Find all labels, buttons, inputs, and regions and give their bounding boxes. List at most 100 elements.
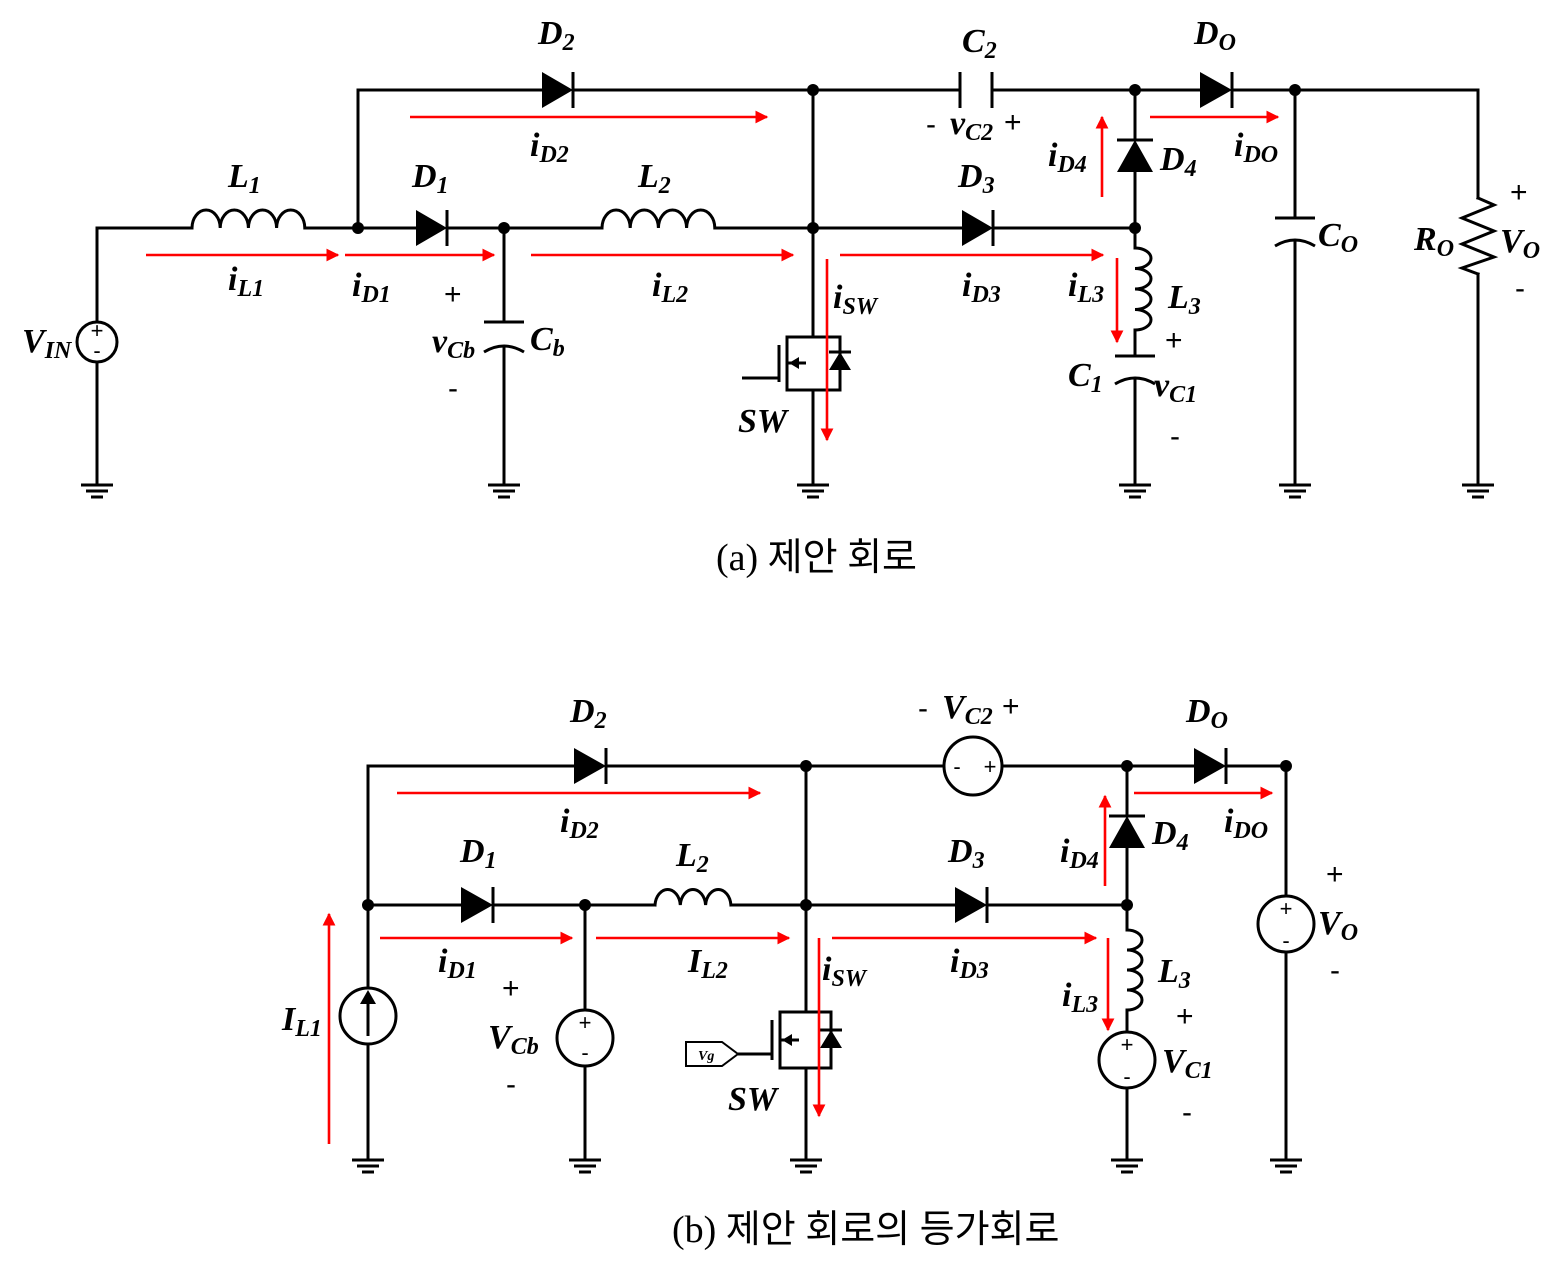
voltage-source-vo: + -: [1256, 894, 1316, 954]
label-sw-eq: SW: [728, 1081, 780, 1118]
vc2-source-minus: -: [918, 692, 928, 725]
label-id1-eq: iD1: [438, 943, 477, 984]
label-id1: iD1: [352, 267, 391, 308]
diode-d4: [1117, 138, 1153, 172]
vc1-source-minus: -: [1182, 1096, 1192, 1129]
label-isw-eq: iSW: [822, 951, 868, 992]
inductor-l3-eq: [1125, 928, 1144, 1012]
svg-text:-: -: [1123, 1064, 1130, 1089]
label-d3: D3: [957, 158, 995, 199]
capacitor-cb: [483, 320, 525, 354]
label-id3-eq: iD3: [950, 943, 989, 984]
vo-source-plus: +: [1326, 858, 1344, 891]
diode-d3-eq: [955, 887, 989, 923]
svg-text:Vg: Vg: [698, 1049, 714, 1064]
voltage-source-vin: + -: [75, 318, 119, 364]
circuit-b: + - - + + - + -: [281, 689, 1358, 1251]
label-c1: C1: [1068, 357, 1103, 398]
label-vc1-source: VC1: [1162, 1043, 1213, 1084]
label-d1-eq: D1: [459, 833, 497, 874]
voltage-source-vc2: - +: [942, 735, 1004, 797]
label-vcb: vCb: [432, 323, 475, 364]
vc1-minus: -: [1170, 420, 1180, 453]
label-d1: D1: [411, 158, 449, 199]
svg-text:+: +: [1121, 1032, 1134, 1057]
label-ido: iDO: [1234, 127, 1278, 168]
label-id4: iD4: [1048, 137, 1087, 178]
inductor-l2: [600, 208, 717, 230]
label-vo-source: VO: [1318, 905, 1358, 946]
resistor-ro: [1457, 196, 1499, 276]
label-il3: iL3: [1068, 267, 1104, 308]
label-d3-eq: D3: [947, 833, 985, 874]
vcb-plus: +: [444, 278, 462, 311]
label-l2: L2: [637, 158, 671, 199]
junctions-b: [362, 760, 1292, 911]
svg-text:+: +: [579, 1010, 592, 1035]
label-ido-eq: iDO: [1224, 803, 1268, 844]
label-vo: VO: [1500, 223, 1540, 264]
label-il3-eq: iL3: [1062, 977, 1098, 1018]
junctions-a: [352, 84, 1301, 234]
label-co: CO: [1318, 217, 1358, 258]
vcb-source-minus: -: [506, 1068, 516, 1101]
svg-text:-: -: [1282, 928, 1289, 953]
vc2-source-plus: +: [1002, 690, 1020, 723]
diode-d1: [416, 210, 449, 246]
label-il1-source: IL1: [281, 1001, 322, 1042]
vo-plus: +: [1510, 176, 1528, 209]
label-l1: L1: [227, 158, 261, 199]
mosfet-sw-eq: [738, 1010, 842, 1070]
label-l2-eq: L2: [675, 837, 709, 878]
diode-d2: [542, 72, 575, 108]
label-id2: iD2: [530, 127, 569, 168]
label-l3-eq: L3: [1157, 953, 1191, 994]
label-d4-eq: D4: [1151, 815, 1189, 856]
capacitor-c1: [1114, 354, 1156, 386]
label-vc2-source: VC2: [942, 689, 993, 730]
gate-signal-vg: Vg: [685, 1041, 740, 1067]
diode-do-eq: [1194, 748, 1228, 784]
capacitor-co: [1274, 216, 1316, 248]
label-sw: SW: [738, 403, 790, 440]
diode-d4-eq: [1109, 814, 1145, 848]
label-id3: iD3: [962, 267, 1001, 308]
diode-d1-eq: [461, 887, 495, 923]
vo-source-minus: -: [1330, 954, 1340, 987]
inductor-l2-eq: [653, 888, 733, 907]
vc1-source-plus: +: [1176, 1000, 1194, 1033]
mosfet-sw: [742, 335, 851, 392]
current-source-il1: [338, 986, 398, 1046]
label-cb: Cb: [530, 321, 565, 362]
vo-minus: -: [1515, 272, 1525, 305]
label-il2-eq: IL2: [687, 943, 728, 984]
label-l3: L3: [1167, 279, 1201, 320]
inductor-l3: [1133, 246, 1153, 332]
svg-text:+: +: [91, 318, 104, 343]
svg-text:-: -: [93, 338, 100, 363]
label-do: DO: [1193, 15, 1236, 56]
vc2-minus: -: [926, 108, 936, 141]
current-arrows-a: [146, 110, 1280, 442]
svg-text:-: -: [953, 754, 960, 779]
label-id2-eq: iD2: [560, 803, 599, 844]
voltage-source-vcb: + -: [555, 1008, 615, 1068]
current-arrows-b: [322, 786, 1274, 1144]
vcb-source-plus: +: [502, 972, 520, 1005]
label-il1: iL1: [228, 261, 264, 302]
label-isw: iSW: [833, 279, 879, 320]
svg-text:+: +: [984, 754, 997, 779]
label-id4-eq: iD4: [1060, 833, 1099, 874]
svg-text:-: -: [581, 1040, 588, 1065]
label-c2: C2: [962, 23, 997, 64]
label-vc2: vC2: [950, 105, 993, 146]
label-il2: iL2: [652, 267, 688, 308]
caption-b: (b) 제안 회로의 등가회로: [672, 1209, 1059, 1251]
label-vin: VIN: [22, 323, 73, 364]
label-d2-eq: D2: [569, 693, 607, 734]
label-d4: D4: [1159, 141, 1197, 182]
label-vcb-source: VCb: [488, 1019, 539, 1060]
label-do-eq: DO: [1185, 693, 1228, 734]
capacitor-c2: [958, 72, 994, 108]
